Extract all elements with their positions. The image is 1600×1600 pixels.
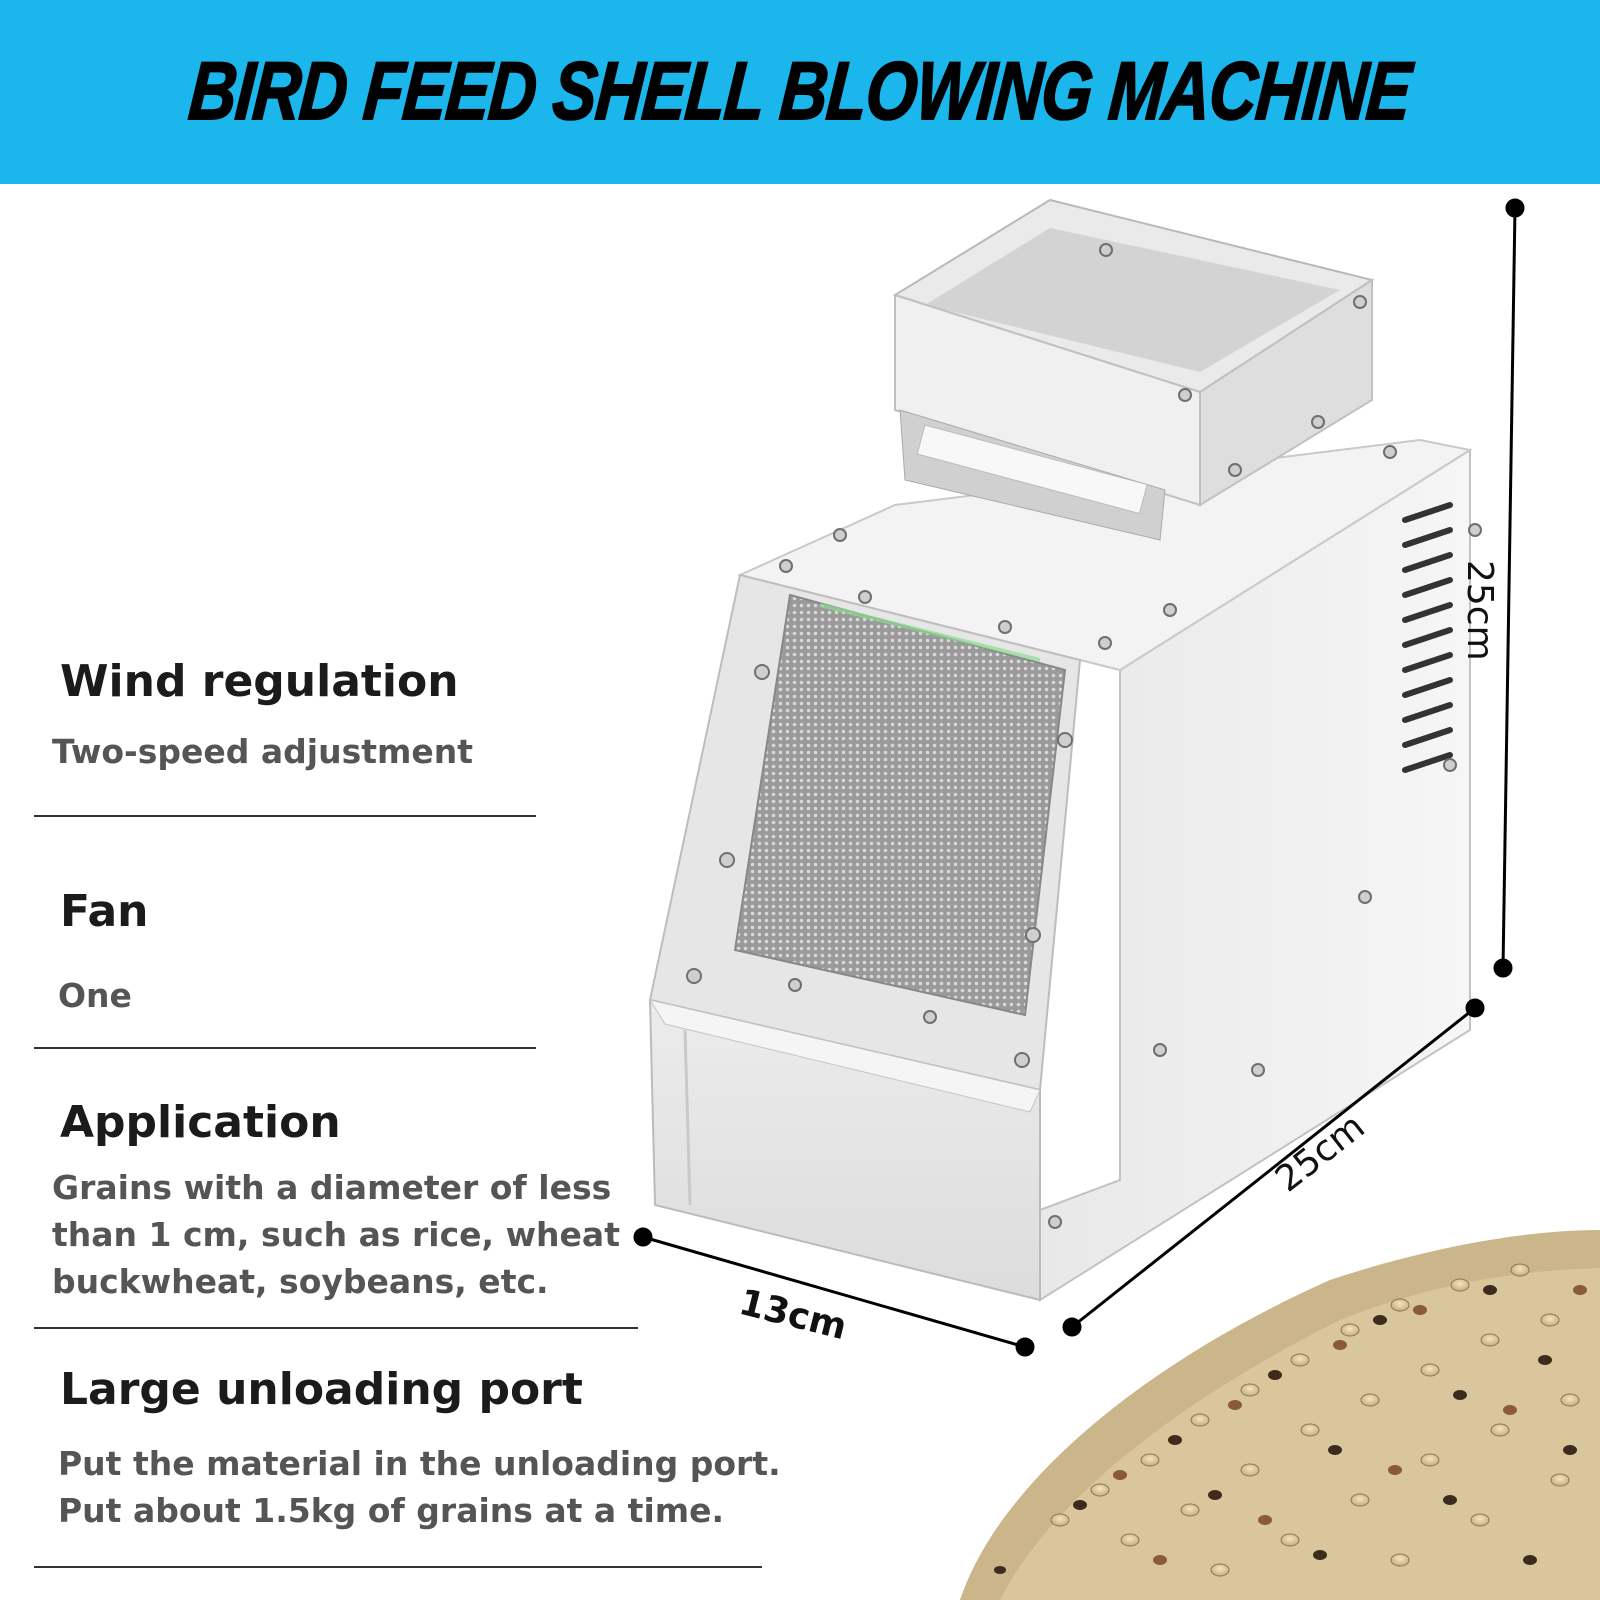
spec-title: Large unloading port <box>60 1364 583 1415</box>
spec-description-line: buckwheat, soybeans, etc. <box>52 1262 549 1301</box>
spec-description-line: Grains with a diameter of less <box>52 1168 612 1207</box>
spec-description: One <box>58 976 132 1015</box>
screws <box>686 243 1482 1229</box>
vent-slots <box>1402 502 1453 773</box>
dimension-label-height: 25cm <box>1459 560 1500 661</box>
dimension-lines <box>633 198 1525 1357</box>
spec-title: Application <box>60 1097 341 1148</box>
mesh-screen <box>733 593 1067 1017</box>
spec-description: Grains with a diameter of less than 1 cm… <box>52 1164 620 1305</box>
hopper <box>892 198 1375 541</box>
divider <box>34 1327 638 1329</box>
spec-title: Wind regulation <box>60 656 459 707</box>
divider <box>34 815 536 817</box>
spec-description: Put the material in the unloading port. … <box>58 1440 781 1534</box>
spec-description-line: Put about 1.5kg of grains at a time. <box>58 1491 725 1530</box>
spec-description-line: than 1 cm, such as rice, wheat <box>52 1215 620 1254</box>
divider <box>34 1566 762 1568</box>
spec-title: Fan <box>60 886 149 937</box>
spec-description-line: Put the material in the unloading port. <box>58 1444 781 1483</box>
grain-pile <box>960 1230 1600 1600</box>
spec-description: Two-speed adjustment <box>52 732 474 771</box>
divider <box>34 1047 536 1049</box>
header-banner: BIRD FEED SHELL BLOWING MACHINE <box>0 0 1600 184</box>
